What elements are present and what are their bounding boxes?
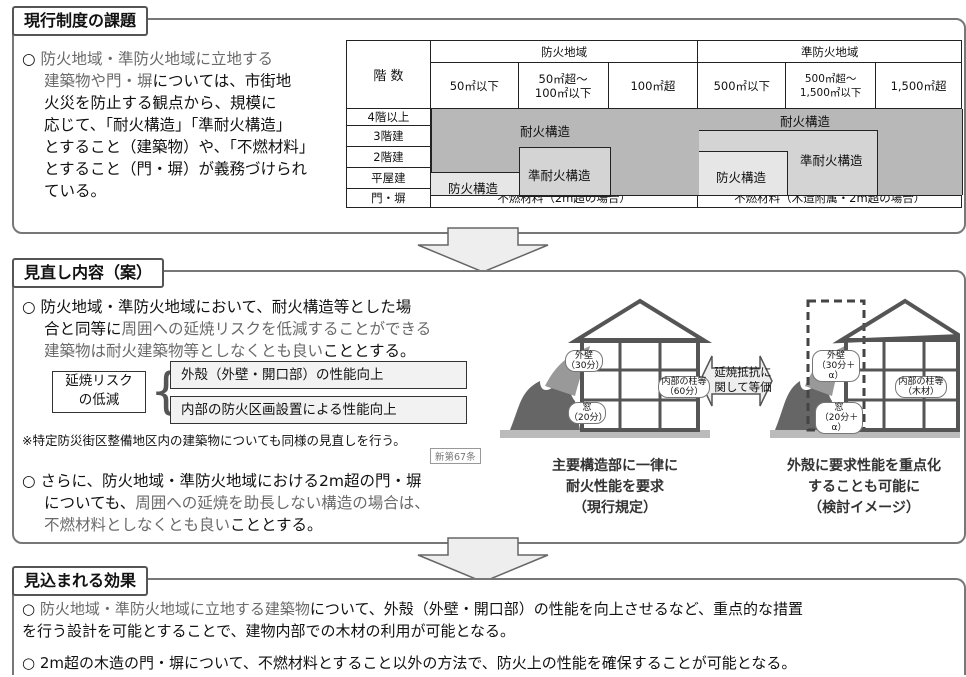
text-line: 2m超の木造の門・塀について、不燃材料とすること以外の方法で、防火上の性能を確保…: [39, 654, 797, 672]
fire-zone-quasi-area: [519, 147, 611, 197]
quasi-zone-prevention-area: [699, 151, 788, 196]
review-text-1: ○ 防火地域・準防火地域において、耐火構造等とした場 合と同等に周囲への延焼リス…: [22, 296, 502, 362]
right-wall-label: 外壁 （30分＋α）: [812, 350, 860, 382]
text-line: とすること（門・塀）が義務づけられ: [44, 160, 308, 178]
left-wall-label: 外壁 （30分）: [565, 350, 605, 372]
text-line: 周囲への延焼を助長しない構造の場合は、: [135, 494, 430, 512]
right-window-label: 窓 （20分＋α）: [815, 402, 863, 434]
col-header: 100㎡超: [607, 62, 699, 109]
section-title-review: 見直し内容（案）: [12, 258, 165, 288]
zone-header-fire: 防火地域: [429, 40, 699, 63]
quasi-fire-resistant-label: 準耐火構造: [800, 153, 863, 168]
floors-header: 階 数: [346, 40, 431, 109]
row-header: 門・塀: [346, 188, 431, 208]
down-arrow-icon: [417, 227, 549, 273]
bullet-mark: ○: [22, 600, 36, 618]
col-header: 50㎡超～ 100㎡以下: [517, 62, 609, 109]
text-line: 応じて、「耐火構造」「準耐火構造」: [44, 116, 292, 134]
down-arrow-icon: [417, 537, 549, 583]
quasi-fire-resistant-label: 準耐火構造: [528, 168, 591, 183]
text-line: さらに、防火地域・準防火地域における2m超の門・塀: [40, 472, 422, 490]
row-header: 2階建: [346, 146, 431, 168]
risk-item-outer-shell: 外殻（外壁・開口部）の性能向上: [170, 361, 467, 389]
bullet-mark: ○: [22, 472, 36, 490]
left-window-label: 窓 （20分）: [568, 402, 608, 424]
text-line: 周囲への延焼リスクを低減することができる: [121, 320, 432, 338]
zone-header-quasi-fire: 準防火地域: [697, 40, 962, 63]
equivalence-arrow: [699, 355, 773, 407]
col-header: 500㎡超～ 1,500㎡以下: [785, 62, 877, 109]
article-tag: 新第67条: [430, 448, 481, 464]
current-issue-text: ○ 防火地域・準防火地域に立地する 建築物や門・塀については、市街地 火災を防止…: [22, 48, 352, 202]
text-line: 防火地域・準防火地域において、耐火構造等とした場: [40, 298, 412, 316]
text-line: について、外殻（外壁・開口部）の性能を向上させるなど、重点的な措置: [309, 600, 803, 618]
review-text-2: ○ さらに、防火地域・準防火地域における2m超の門・塀 についても、周囲への延焼…: [22, 470, 502, 536]
house-left-roof: [567, 298, 713, 343]
table-bottom-line: [431, 195, 962, 196]
house-right-body: [844, 338, 960, 432]
bullet-mark: ○: [22, 50, 36, 68]
col-header: 1,500㎡超: [875, 62, 962, 109]
fire-zone-prevention-area: [431, 172, 520, 196]
right-caption: 外殻に要求性能を重点化 することも可能に （検討イメージ）: [787, 458, 941, 516]
equivalence-label: 延焼抵抗に 関して等価: [714, 365, 772, 394]
row-header: 3階建: [346, 125, 431, 147]
ground-right: [770, 430, 960, 438]
row-header: 平屋建: [346, 167, 431, 189]
bullet-mark: ○: [22, 654, 36, 672]
left-inner-label: 内部の柱等 （60分）: [658, 376, 710, 398]
effects-text: ○ 防火地域・準防火地域に立地する建築物について、外殻（外壁・開口部）の性能を向…: [22, 598, 958, 674]
fire-resistant-label: 耐火構造: [780, 114, 831, 129]
row-header: 4階以上: [346, 108, 431, 126]
text-line: 合と同等に: [44, 320, 122, 338]
text-line: 門・塀: [106, 72, 153, 90]
col-header: 500㎡以下: [697, 62, 787, 109]
ground-left: [500, 430, 710, 438]
risk-reduction-label: 延焼リスク の低減: [52, 371, 146, 413]
text-line: 防火地域・準防火地域に立地する: [40, 50, 273, 68]
fire-prevention-label: 防火構造: [448, 181, 499, 196]
text-line: ている。: [44, 182, 107, 200]
text-line: とすること（建築物）や、「不燃材料」: [44, 138, 315, 156]
fire-prevention-label: 防火構造: [716, 170, 767, 185]
text-line: こととする。: [323, 342, 416, 360]
col-header: 50㎡以下: [429, 62, 519, 109]
section-title-effects: 見込まれる効果: [12, 566, 149, 596]
section-title-current: 現行制度の課題: [12, 6, 149, 36]
text-line: こととする。: [230, 516, 323, 534]
left-caption: 主要構造部に一律に 耐火性能を要求 （現行規定）: [552, 458, 678, 516]
risk-item-inner-compartment: 内部の防火区画設置による性能向上: [170, 396, 467, 424]
text-line: を行う設計を可能とすることで、建物内部での木材の利用が可能となる。: [22, 622, 516, 640]
note-text: ※特定防災街区整備地区内の建築物についても同様の見直しを行う。: [22, 433, 406, 448]
text-line: については、市街地: [152, 72, 292, 90]
fire-resistant-label: 耐火構造: [520, 124, 571, 139]
house-right-roof: [832, 298, 960, 344]
bullet-mark: ○: [22, 298, 36, 316]
text-line: 建築物は耐火建築物等としなくとも良い: [44, 342, 324, 360]
right-inner-label: 内部の柱等 （木材）: [895, 376, 947, 398]
text-line: 不燃材料としなくとも良い: [44, 516, 231, 534]
text-line: についても、: [44, 494, 136, 512]
text-line: 建築物や: [44, 72, 107, 90]
text-line: 防火地域・準防火地域に立地する建築物: [39, 600, 310, 618]
effects-panel: [12, 578, 966, 675]
text-line: 火災を防止する観点から、規模に: [44, 94, 277, 112]
